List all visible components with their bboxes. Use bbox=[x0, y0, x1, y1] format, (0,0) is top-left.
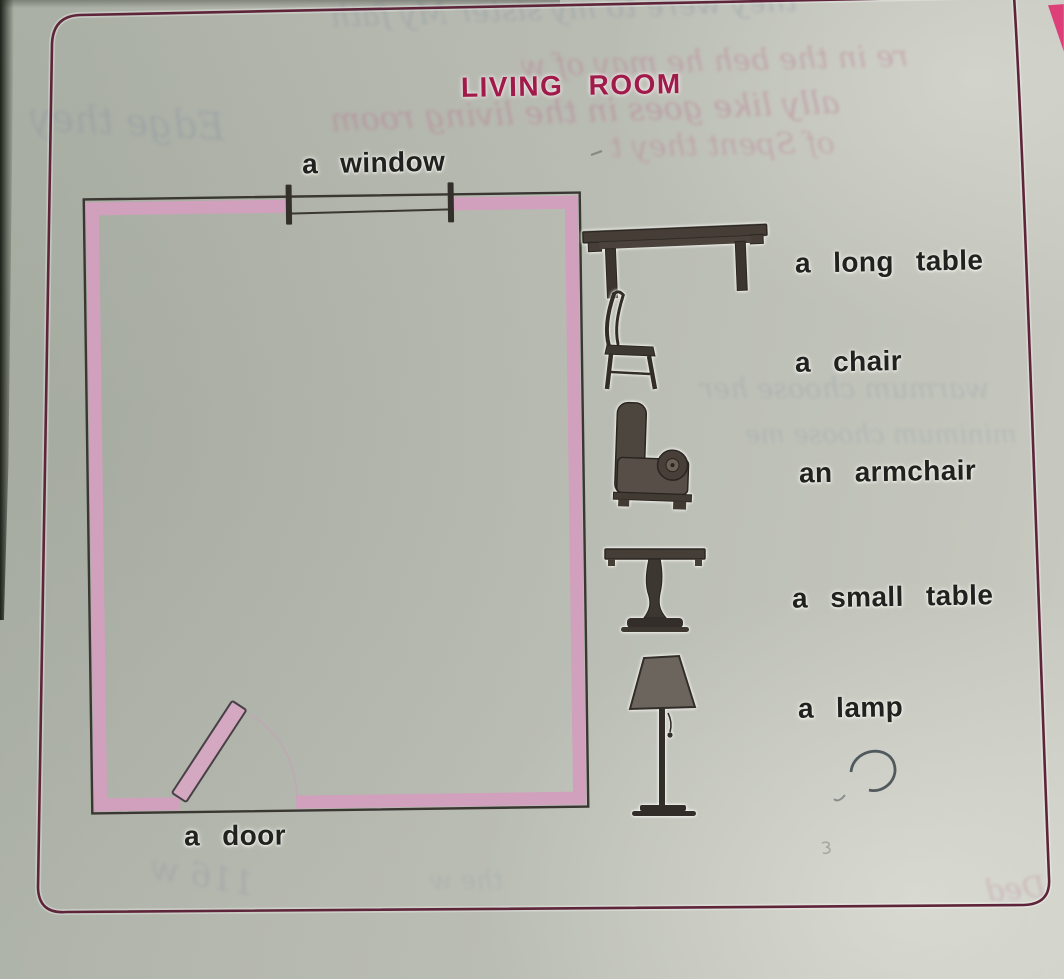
pen-squiggle bbox=[833, 749, 897, 802]
legend-label-chair: a chair bbox=[794, 345, 903, 378]
small-table-icon bbox=[604, 548, 706, 632]
window-label: a window bbox=[301, 145, 446, 180]
lamp-icon bbox=[628, 654, 697, 816]
pencil-scribble bbox=[821, 841, 831, 855]
legend-label-small-table: a small table bbox=[791, 579, 994, 614]
pencil-dash bbox=[590, 149, 603, 157]
room-walls bbox=[85, 195, 587, 812]
legend-label-armchair: an armchair bbox=[798, 454, 977, 489]
armchair-icon bbox=[612, 401, 693, 510]
long-table-icon bbox=[581, 223, 768, 299]
room-outline bbox=[82, 191, 590, 815]
page-border bbox=[36, 0, 1051, 914]
photo-edge-shadow-top bbox=[0, 0, 560, 8]
chair-icon bbox=[604, 290, 658, 390]
door-label: a door bbox=[183, 819, 287, 852]
window-symbol bbox=[285, 182, 455, 225]
page-title: LIVING ROOM bbox=[460, 68, 682, 103]
legend-label-long-table: a long table bbox=[794, 244, 984, 279]
door-leaf bbox=[171, 700, 247, 803]
door-swing-arc bbox=[250, 714, 298, 797]
door-symbol bbox=[171, 700, 298, 803]
legend-label-lamp: a lamp bbox=[797, 691, 904, 724]
room-floor-plan bbox=[82, 182, 590, 815]
